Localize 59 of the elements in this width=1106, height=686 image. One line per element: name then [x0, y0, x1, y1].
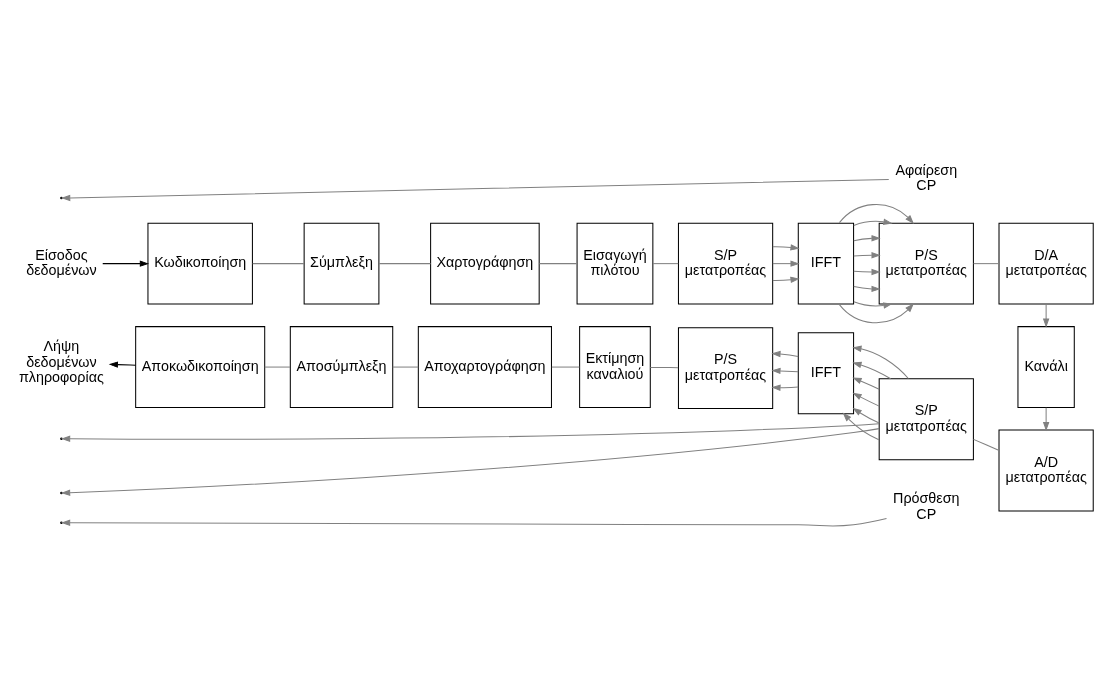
arrow: [838, 204, 914, 224]
connector: [551, 366, 580, 368]
arrow: [60, 428, 880, 496]
arrow: [772, 276, 800, 284]
connector: [538, 263, 578, 265]
arrow: [853, 218, 893, 226]
arrow: [60, 423, 880, 443]
connector: [252, 263, 305, 265]
node-box: A/D μετατροπέας: [998, 429, 1094, 512]
node-box: P/S μετατροπέας: [677, 327, 774, 410]
arrow: [838, 303, 914, 324]
node-box: Εκτίμηση καναλιού: [579, 326, 651, 409]
connector: [973, 438, 1000, 451]
node-box: Εισαγωγή πιλότου: [576, 222, 654, 305]
arrow: [853, 252, 881, 259]
node-box: Αποχαρτογράφηση: [417, 326, 552, 409]
node-text: Είσοδος δεδομένων: [26, 246, 97, 279]
arrow: [102, 260, 150, 267]
connector: [649, 366, 679, 369]
arrow: [772, 244, 800, 251]
arrow: [771, 350, 799, 358]
arrow: [61, 178, 890, 202]
arrow: [853, 301, 893, 309]
node-box: D/A μετατροπέας: [998, 222, 1094, 305]
node-box: Σύμπλεξη: [303, 222, 380, 305]
arrow: [853, 285, 881, 293]
node-box: Χαρτογράφηση: [430, 222, 540, 305]
node-box: Κανάλι: [1017, 326, 1075, 409]
arrow: [852, 377, 880, 390]
node-text: Λήψη δεδομένων πληροφορίας: [18, 338, 104, 386]
connector: [378, 263, 432, 265]
arrow: [108, 361, 136, 368]
connector: [652, 263, 679, 265]
connector: [973, 263, 1000, 265]
arrow: [852, 407, 880, 424]
arrow: [852, 345, 909, 380]
arrow: [852, 392, 880, 407]
arrow: [852, 361, 892, 380]
arrow: [60, 518, 887, 527]
arrow: [842, 412, 880, 441]
node-text: Πρόσθεση CP: [893, 490, 960, 522]
connector: [264, 366, 291, 368]
node-box: P/S μετατροπέας: [878, 222, 974, 305]
arrow: [853, 268, 881, 276]
node-box: Αποσύμπλεξη: [289, 326, 394, 409]
node-box: Κωδικοποίηση: [147, 222, 253, 305]
node-box: S/P μετατροπέας: [878, 378, 974, 461]
arrow: [771, 384, 799, 391]
node-text: Αφαίρεση CP: [895, 161, 958, 194]
arrow: [771, 367, 799, 375]
connector: [392, 366, 419, 368]
arrow: [1042, 407, 1050, 432]
node-box: S/P μετατροπέας: [677, 222, 774, 305]
arrow: [772, 260, 800, 267]
node-box: IFFT: [797, 332, 855, 415]
arrow: [853, 235, 881, 242]
node-box: IFFT: [797, 222, 855, 305]
node-box: Αποκωδικοποίηση: [135, 326, 266, 409]
arrow: [1042, 303, 1050, 328]
